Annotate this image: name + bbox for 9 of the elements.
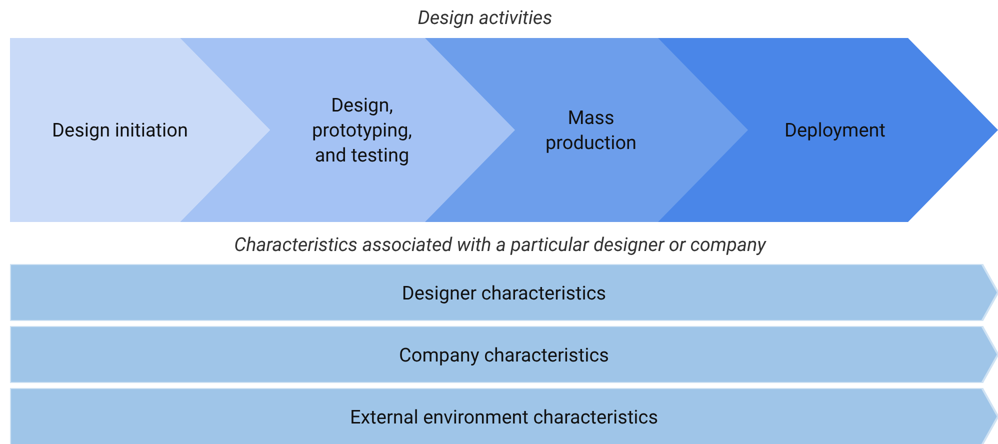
step-label: Deployment bbox=[784, 118, 886, 142]
section-heading: Characteristics associated with a particular designer or company bbox=[234, 233, 766, 256]
band-label: Designer characteristics bbox=[400, 280, 608, 305]
band-label: External environment characteristics bbox=[348, 404, 660, 429]
step-label: Mass production bbox=[544, 105, 638, 155]
step-label: Design, prototyping, and testing bbox=[310, 92, 414, 168]
heading: Design activities bbox=[418, 6, 552, 29]
band-label: Company characteristics bbox=[398, 342, 610, 367]
step-label: Design initiation bbox=[51, 118, 189, 142]
